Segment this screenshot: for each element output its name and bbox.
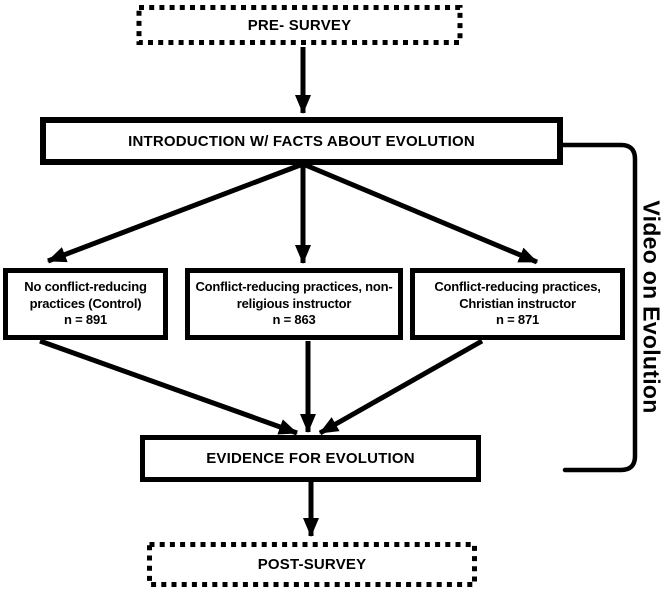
- introduction-label: INTRODUCTION W/ FACTS ABOUT EVOLUTION: [128, 132, 475, 150]
- arrow-control-to-evidence: [39, 338, 298, 436]
- arrow-christian-to-evidence: [318, 338, 484, 436]
- video-span-bracket: [560, 142, 638, 473]
- post-survey-label: POST-SURVEY: [257, 556, 367, 573]
- condition-control-box: No conflict-reducing practices (Control)…: [10, 272, 161, 336]
- pre-survey-label: PRE- SURVEY: [247, 16, 352, 34]
- condition-nonreligious-box-outline: [185, 268, 403, 340]
- evidence-box-outline: [140, 435, 481, 482]
- condition-christian-box: Conflict-reducing practices, Christian i…: [417, 272, 618, 336]
- condition-nonreligious-n: n = 863: [272, 312, 316, 328]
- arrow-intro-to-christian: [302, 161, 538, 265]
- arrow-intro-to-control: [47, 161, 304, 264]
- condition-control-box-outline: [3, 268, 168, 340]
- pre-survey-box-outline: [136, 5, 463, 45]
- condition-christian-n: n = 871: [495, 312, 540, 328]
- condition-christian-label: Conflict-reducing practices, Christian i…: [434, 278, 601, 311]
- condition-christian-box-outline: [410, 268, 625, 340]
- evidence-label: EVIDENCE FOR EVOLUTION: [206, 450, 415, 467]
- condition-nonreligious-label: Conflict-reducing practices, non-religio…: [195, 278, 393, 311]
- condition-control-label: No conflict-reducing practices (Control): [24, 278, 147, 311]
- condition-control-n: n = 891: [63, 312, 108, 328]
- video-on-evolution-label: Video on Evolution: [638, 200, 665, 414]
- condition-nonreligious-box: Conflict-reducing practices, non-religio…: [192, 272, 396, 336]
